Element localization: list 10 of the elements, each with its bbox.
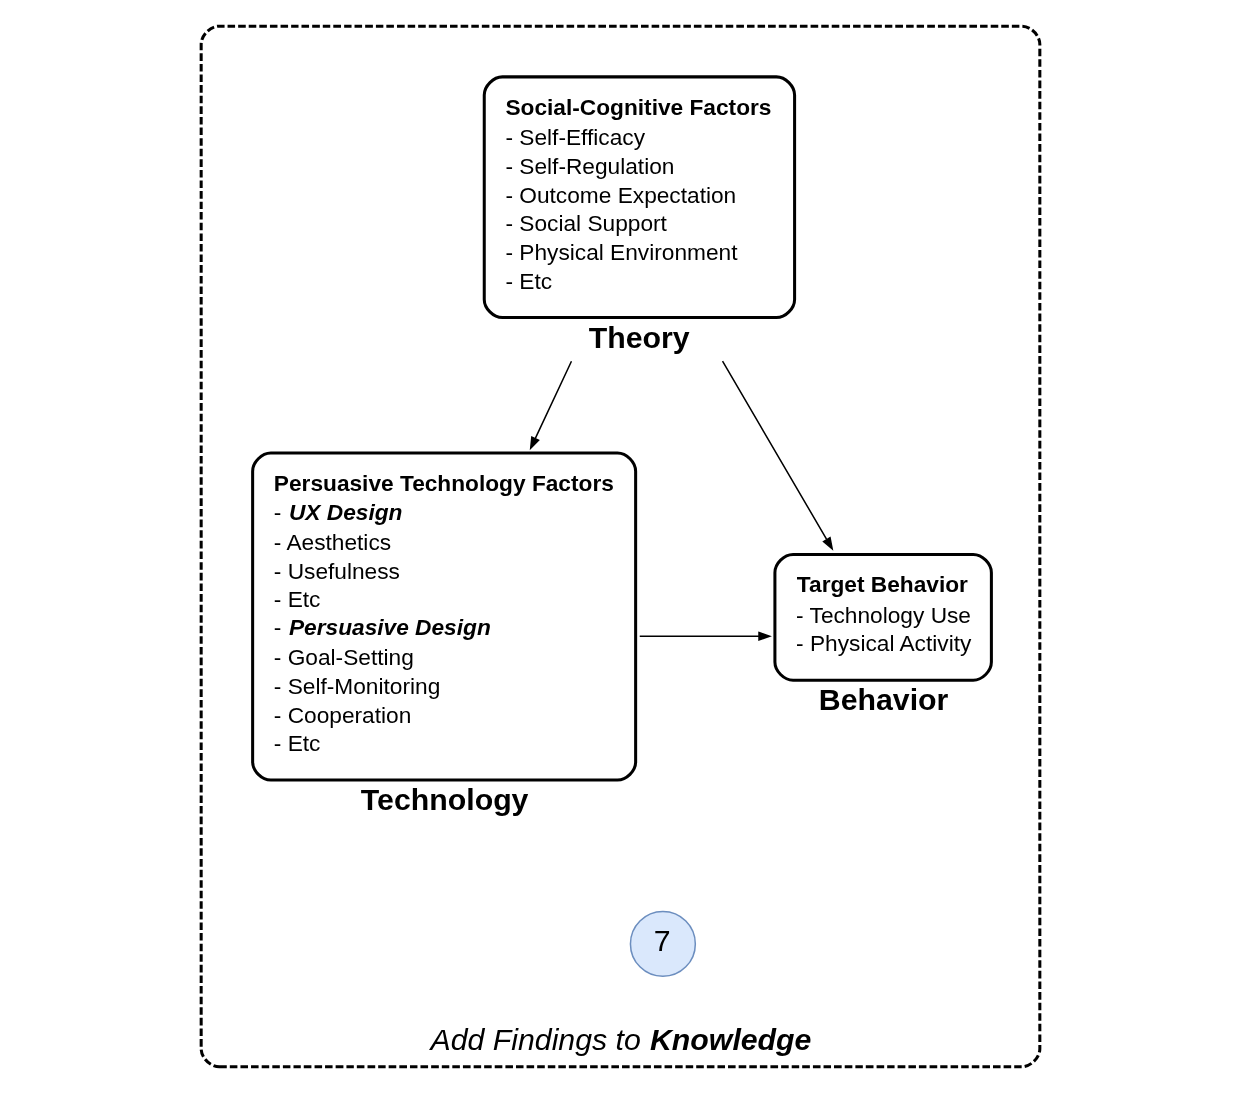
node-label: Behavior [818,683,949,717]
node-box: Target Behavior - Technology Use - Physical Activity [773,553,993,682]
node-box: Persuasive Technology Factors - UX Design - Aesthetics - Usefulness - Etc - Persuasive Design - Goal-Setting - Self-Monitoring - Cooperation - Etc [251,451,638,782]
node-label: Technology [360,783,529,817]
node-label: Theory [588,320,690,354]
arrow [721,360,834,551]
arrow [529,360,573,451]
arrow [639,631,772,642]
node-box: Social-Cognitive Factors - Self-Efficacy - Self-Regulation - Outcome Expectation - Social Support - Physical Environment - Etc [482,75,797,320]
node-circle: 7 [629,910,697,978]
